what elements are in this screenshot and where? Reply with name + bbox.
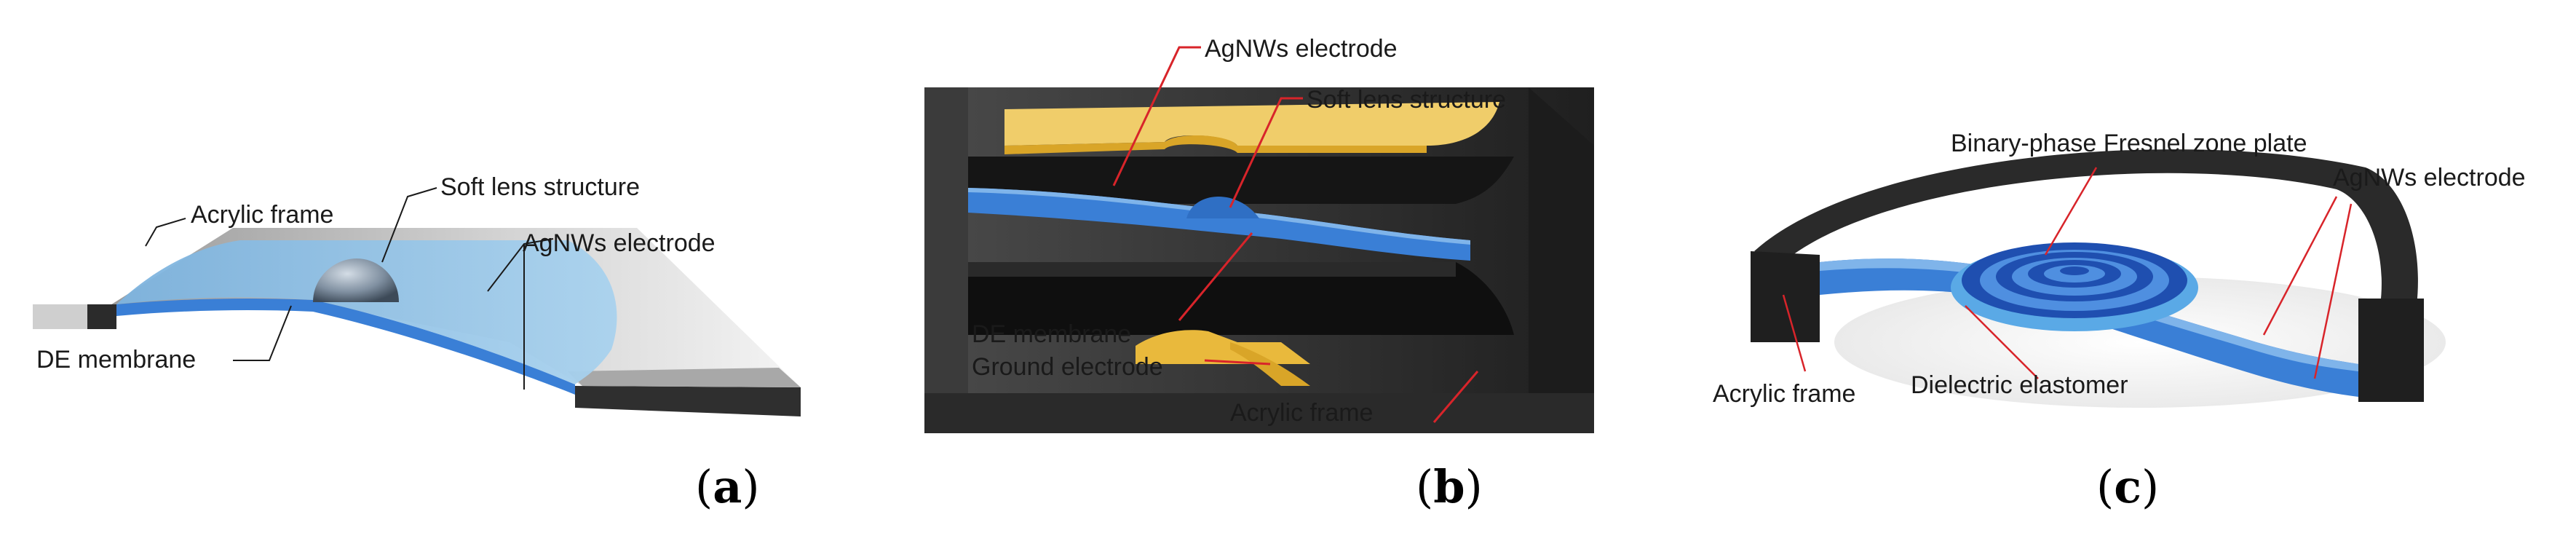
caption-b-letter: b <box>1433 460 1465 513</box>
leader-acrylic-b <box>1432 371 1479 423</box>
caption-c: (c) <box>2096 460 2159 513</box>
caption-a: (a) <box>695 460 760 513</box>
bottom-slab <box>924 393 1594 433</box>
leader-dielectric-c <box>1965 305 2039 379</box>
upper-chamber <box>968 157 1514 204</box>
top-gold-edge <box>1004 135 1427 154</box>
leader-acrylic-c <box>1782 294 1807 372</box>
leader-de-a <box>233 305 292 361</box>
panel-b: AgNWs electrode Soft lens structure DE m… <box>924 35 1594 513</box>
soft-lens-dome <box>313 258 399 302</box>
label-agnws-b: AgNWs electrode <box>1205 35 1398 63</box>
acrylic-frame-right-top <box>568 368 801 387</box>
lower-chamber <box>968 262 1514 335</box>
membrane-b <box>968 188 1470 261</box>
panel-a: Acrylic frame Soft lens structure AgNWs … <box>33 173 801 513</box>
label-soft-lens-a: Soft lens structure <box>440 173 640 201</box>
acrylic-frame-left-face <box>924 87 968 433</box>
label-soft-lens-b: Soft lens structure <box>1307 86 1506 114</box>
acrylic-frame-right-block <box>2358 299 2424 402</box>
soft-lens-b <box>1186 196 1259 218</box>
leader-agnws-b <box>1112 46 1201 186</box>
label-acrylic-frame-b: Acrylic frame <box>1230 399 1373 427</box>
acrylic-frame-left-dark <box>87 304 116 329</box>
label-ground-electrode-b: Ground electrode <box>972 353 1163 381</box>
leader-fresnel-c <box>2044 167 2098 256</box>
caption-a-letter: a <box>713 460 742 513</box>
dielectric-elastomer-top <box>1820 258 2358 371</box>
leader-agnws-c <box>2262 196 2338 336</box>
caption-b: (b) <box>1416 460 1483 513</box>
leader-softlens-b <box>1229 97 1303 208</box>
label-agnws-c: AgNWs electrode <box>2333 164 2526 191</box>
acrylic-frame-right-edge <box>575 386 801 416</box>
leader-ground-b <box>1204 359 1271 366</box>
leader-de-b <box>1178 232 1253 321</box>
label-fresnel-c: Binary-phase Fresnel zone plate <box>1951 130 2307 157</box>
lower-chamber-shade <box>968 262 1456 277</box>
leader-agnws-c2 <box>2313 203 2353 379</box>
leader-softlens-a <box>381 187 437 263</box>
acrylic-frame-arc <box>1754 149 2418 306</box>
panel-c: Binary-phase Fresnel zone plate AgNWs el… <box>1713 130 2526 513</box>
de-membrane-edge <box>116 299 575 395</box>
leader-acrylic-a <box>145 218 186 247</box>
label-de-membrane-b: DE membrane <box>972 320 1131 348</box>
acrylic-frame-left-block <box>1751 251 1820 342</box>
agnws-film <box>116 240 617 384</box>
caption-c-letter: c <box>2114 460 2141 513</box>
label-acrylic-frame-a: Acrylic frame <box>191 201 333 229</box>
ground-electrode-gold <box>1136 330 1310 364</box>
label-agnws-a: AgNWs electrode <box>523 229 716 257</box>
fresnel-zone-plate <box>1951 242 2198 331</box>
top-gold-electrode <box>1004 102 1499 146</box>
dielectric-elastomer <box>1820 258 2358 397</box>
acrylic-frame-right-face <box>1529 87 1594 433</box>
label-acrylic-frame-c: Acrylic frame <box>1713 380 1855 408</box>
label-de-membrane-a: DE membrane <box>36 346 196 374</box>
membrane-b-top <box>968 188 1470 245</box>
label-dielectric-c: Dielectric elastomer <box>1911 371 2128 399</box>
